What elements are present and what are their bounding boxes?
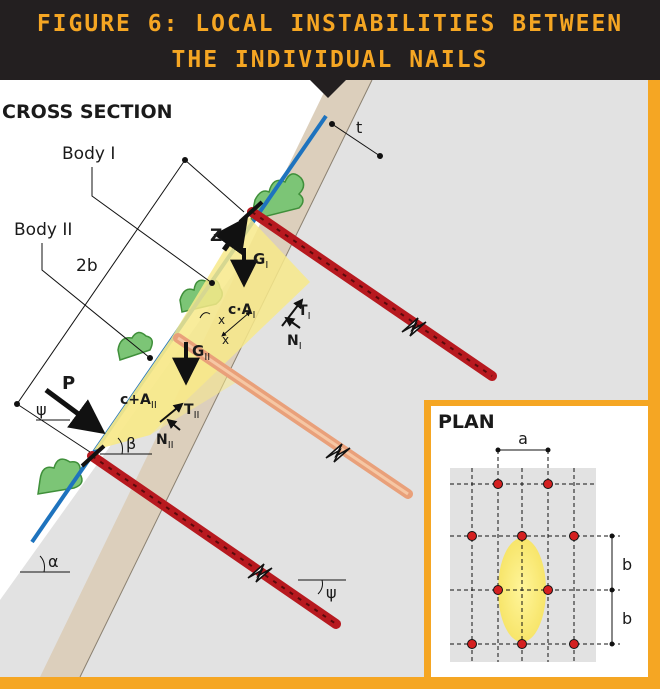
beta-label: β [126,434,136,453]
x1-label: x [218,313,225,327]
body1-label: Body I [62,144,115,164]
n1-label: NI [287,333,302,352]
body2-label: Body II [14,220,72,240]
break-symbols [247,317,427,583]
plan-inset: PLAN a [424,400,660,689]
ghost-nail [173,333,413,499]
n2-arrow [166,418,181,431]
t2-arrow [159,402,184,423]
failure-wedge-lower [94,340,240,450]
header-pointer [310,80,346,98]
psi-left-label: ψ [36,400,47,419]
dim-t-line [331,123,381,157]
force-z-label: Z [210,226,222,246]
dim-t-label: t [356,118,362,137]
body1-leader [91,167,213,284]
header-title-line1: FIGURE 6: LOCAL INSTABILITIES BETWEEN [37,11,623,37]
header-bar [0,0,660,80]
dim-2b-label: 2b [76,256,98,276]
cross-section-heading: CROSS SECTION [2,101,173,123]
plan-grid-lines [450,450,620,662]
n1-arrow [284,316,301,329]
force-p-arrow [44,387,106,435]
g1-label: GI [253,250,268,271]
g2-label: GII [192,342,210,363]
plan-dim-b1-label: b [622,555,632,574]
header-title-line2: THE INDIVIDUAL NAILS [172,47,489,73]
ca1-arrow [221,311,251,337]
plan-dim-a-label: a [518,429,528,448]
psi-right-label: ψ [326,583,337,602]
t2-label: TII [184,402,199,421]
plan-nails [467,479,579,649]
force-p-label: P [62,373,75,394]
t1-label: TI [298,303,311,322]
lower-nail [80,444,341,629]
plan-dim-b2-label: b [622,609,632,628]
plan-heading: PLAN [438,411,495,433]
dim-2b-line [16,159,186,405]
x2-label: x [222,333,229,347]
body2-leader [41,243,151,359]
alpha-label: α [48,552,59,571]
force-z-arrow [213,216,249,255]
n2-label: NII [156,432,174,451]
ca2-label: c+AII [120,392,157,411]
